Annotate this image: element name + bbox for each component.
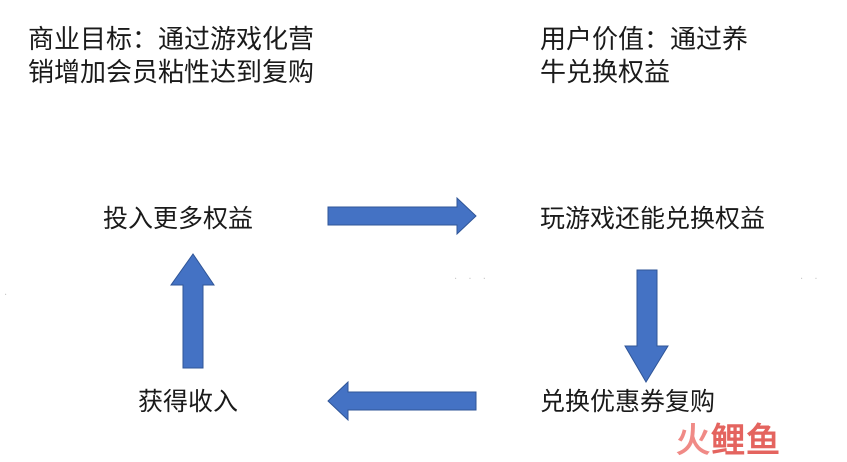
business-goal-line1: 商业目标：通过游戏化营 xyxy=(28,25,315,55)
decorative-dots-middle: · · · xyxy=(454,274,490,285)
decorative-dots-right: · · xyxy=(800,274,822,285)
watermark-logo: 火鲤鱼 xyxy=(676,413,781,462)
node-earn-income: 获得收入 xyxy=(138,387,239,416)
business-goal-line2: 销增加会员粘性达到复购 xyxy=(28,58,315,88)
user-value-line2: 牛兑换权益 xyxy=(540,58,671,88)
arrow-up xyxy=(170,253,215,369)
node-invest-more: 投入更多权益 xyxy=(103,204,254,233)
node-coupon-repurchase: 兑换优惠券复购 xyxy=(540,387,716,416)
watermark-part2: 鲤鱼 xyxy=(711,421,781,461)
arrow-right xyxy=(327,196,477,236)
watermark-part1: 火 xyxy=(676,421,711,461)
arrow-down xyxy=(624,269,669,383)
user-value-line1: 用户价值：通过养 xyxy=(540,25,749,55)
arrow-left xyxy=(327,380,477,422)
node-play-exchange: 玩游戏还能兑换权益 xyxy=(540,204,766,233)
decorative-dots-left: · xyxy=(4,290,12,301)
